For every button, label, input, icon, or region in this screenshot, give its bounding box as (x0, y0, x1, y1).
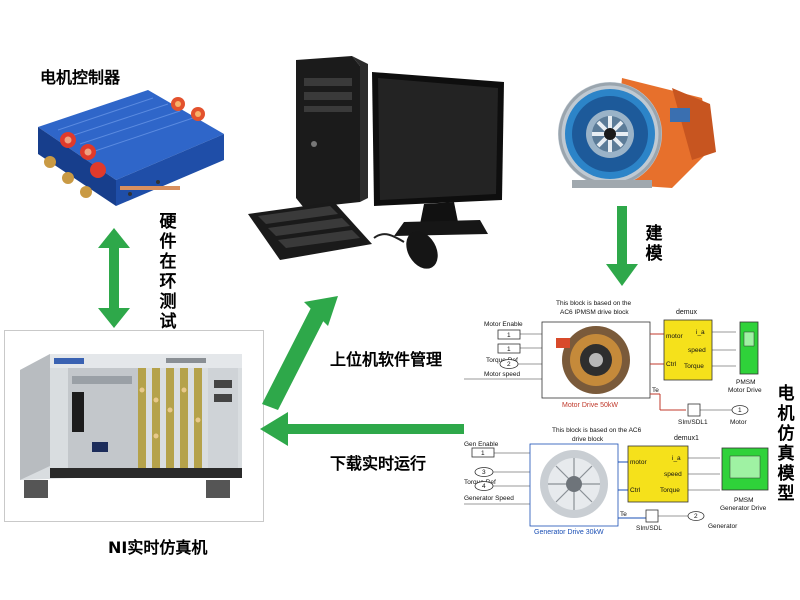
bottom-note-line1: This block is based on the AC6 (552, 427, 642, 434)
bottom-out-port: 2 (694, 513, 698, 520)
motor-model-label-char: 模 (777, 464, 795, 484)
motor-model-label-char: 型 (777, 484, 795, 504)
bottom-note-line2: drive block (572, 436, 604, 443)
top-scope-l2: Motor Drive (728, 387, 762, 394)
top-in1-label: Motor Enable (484, 321, 523, 328)
bottom-scope-l2: Generator Drive (720, 505, 767, 512)
bottom-in3-label: Generator Speed (464, 495, 514, 502)
bottom-simlink: SIm/SDL (636, 525, 662, 532)
motor-image (558, 78, 716, 188)
modeling-label-char: 建 (645, 224, 663, 244)
bottom-out-torque: Torque (660, 487, 680, 494)
ni-realtime-label: NI实时仿真机 (108, 538, 208, 557)
bottom-port-ctrl: Ctrl (630, 487, 641, 494)
top-demux-name: demux (676, 309, 698, 316)
motor-model-label-char: 仿 (777, 424, 795, 444)
bottom-port-motor: motor (630, 459, 647, 466)
bottom-const2: 3 (482, 469, 486, 476)
top-te: Te (652, 387, 659, 394)
hil-label-char: 试 (159, 312, 177, 332)
simulink-model: This block is based on the AC6 IPMSM dri… (464, 300, 769, 536)
bottom-out-name: Generator (708, 523, 738, 530)
bottom-demux-name: demux1 (674, 435, 699, 442)
top-const3: 2 (507, 361, 511, 368)
top-in3-label: Motor speed (484, 371, 521, 378)
top-const1: 1 (507, 332, 511, 339)
hil-label-char: 硬 (159, 212, 177, 232)
upper-software-label: 上位机软件管理 (330, 350, 443, 369)
top-out-name: Motor (730, 419, 747, 426)
top-const2: 1 (507, 346, 511, 353)
pc-image (248, 56, 504, 269)
modeling-label-char: 模 (645, 244, 663, 264)
top-simlink: SIm/SDL1 (678, 419, 708, 426)
hil-double-arrow (98, 228, 130, 328)
download-arrow (260, 412, 464, 446)
modeling-arrow (606, 206, 638, 286)
motor-model-label-char: 机 (777, 404, 795, 424)
hil-label-char: 件 (159, 232, 177, 252)
motor-controller-label: 电机控制器 (40, 68, 121, 87)
motor-model-label-char: 电 (777, 384, 795, 404)
motor-model-label: 电机仿真模型 (776, 384, 796, 504)
hil-label-char: 环 (159, 272, 177, 292)
bottom-const3: 4 (482, 483, 486, 490)
top-out-speed: speed (688, 347, 706, 354)
top-out-port: 1 (738, 407, 742, 414)
motor-model-label-char: 真 (777, 444, 795, 464)
top-in2-label: Torque Ref (486, 357, 518, 364)
top-port-motor: motor (666, 333, 683, 340)
motor-controller-image (38, 90, 224, 206)
bottom-out-ia: i_a (672, 455, 681, 462)
bottom-in1-label: Gen Enable (464, 441, 499, 448)
top-scope-l1: PMSM (736, 379, 756, 386)
top-port-ctrl: Ctrl (666, 361, 677, 368)
bottom-scope-l1: PMSM (734, 497, 754, 504)
top-note-line1: This block is based on the (556, 300, 632, 307)
modeling-label: 建模 (644, 224, 664, 264)
download-label: 下载实时运行 (330, 454, 427, 473)
bottom-block-label: Generator Drive 30kW (534, 529, 604, 536)
pxi-chassis-image (20, 354, 242, 498)
hil-label-char: 测 (159, 292, 177, 312)
hil-test-label: 硬件在环测试 (158, 212, 178, 332)
upload-arrow (262, 296, 338, 410)
top-note-line2: AC6 IPMSM drive block (560, 309, 629, 316)
top-out-torque: Torque (684, 363, 704, 370)
bottom-const1: 1 (481, 450, 485, 457)
bottom-out-speed: speed (664, 471, 682, 478)
top-out-ia: i_a (696, 329, 705, 336)
bottom-te: Te (620, 511, 627, 518)
hil-label-char: 在 (159, 252, 177, 272)
top-block-label: Motor Drive 50kW (562, 402, 618, 409)
